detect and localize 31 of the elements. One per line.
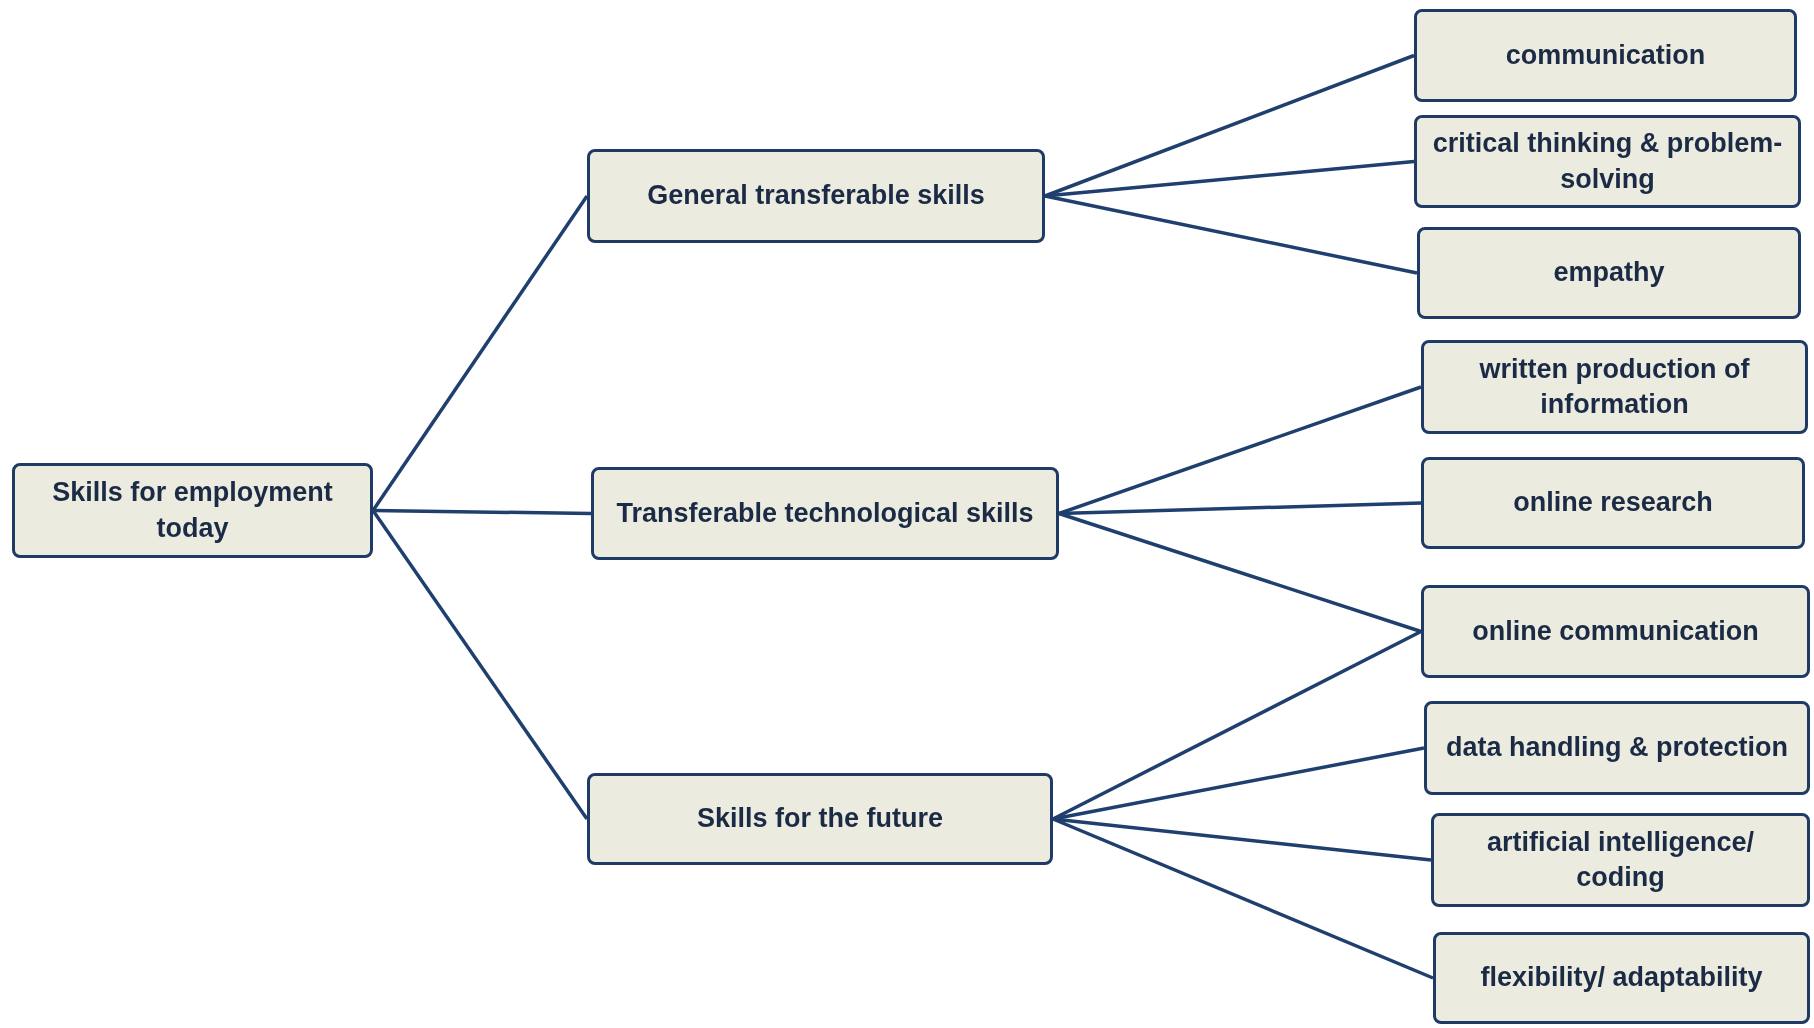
skill-label: Skills for the future	[696, 802, 943, 836]
skill-box	[1421, 585, 1810, 678]
skill-box	[1431, 813, 1810, 907]
skill-label: written production of information	[1478, 352, 1751, 421]
skill-box	[587, 773, 1053, 865]
skill-label: critical thinking & problem-solving	[1431, 127, 1784, 196]
skill-box	[1414, 9, 1797, 102]
skill-box	[587, 149, 1045, 243]
skill-label: artificial intelligence/ coding	[1485, 825, 1756, 894]
skill-box	[591, 467, 1059, 560]
skill-label: communication	[1505, 38, 1706, 72]
skill-box	[1421, 457, 1805, 549]
skill-box	[12, 463, 373, 558]
connector-line	[371, 509, 589, 820]
connector-line	[372, 508, 592, 516]
connector-line	[1044, 194, 1418, 275]
connector-line	[1052, 746, 1425, 821]
skill-label: flexibility/ adaptability	[1480, 961, 1763, 995]
skill-box	[1414, 115, 1801, 208]
skill-label: online research	[1513, 486, 1713, 520]
skill-label: General transferable skills	[647, 179, 985, 213]
skill-label: Transferable technological skills	[616, 496, 1034, 530]
connector-line	[371, 195, 589, 512]
skill-label: empathy	[1553, 256, 1665, 290]
skill-label: Skills for employment today	[51, 476, 334, 545]
skill-box	[1421, 340, 1808, 434]
skill-box	[1433, 932, 1810, 1024]
skill-label: data handling & protection	[1446, 731, 1788, 765]
skill-box	[1417, 227, 1801, 319]
skill-box	[1424, 701, 1810, 795]
skill-label: online communication	[1472, 614, 1759, 648]
